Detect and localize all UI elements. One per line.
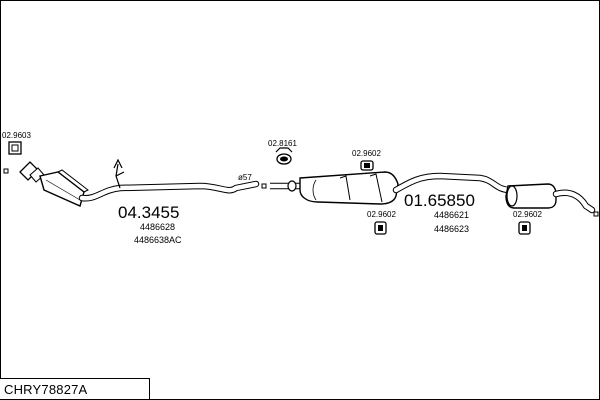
rear-silencer-code: 01.65850 bbox=[404, 191, 475, 210]
front-pipe-ref-2: 4486638AC bbox=[134, 235, 182, 245]
hanger-top-part[interactable] bbox=[360, 160, 374, 171]
connection-marker-front bbox=[3, 168, 9, 174]
hanger-rear-part[interactable] bbox=[518, 221, 531, 235]
connection-marker-rear bbox=[593, 211, 599, 217]
diameter-label: ø57 bbox=[238, 173, 252, 182]
gasket-part[interactable] bbox=[8, 141, 22, 155]
hanger-mid-part[interactable] bbox=[374, 221, 387, 235]
front-pipe-code: 04.3455 bbox=[118, 203, 179, 222]
rear-silencer-ref-2: 4486623 bbox=[434, 224, 469, 234]
kit-title: CHRY78827A bbox=[4, 382, 88, 397]
rear-silencer-ref-1: 4486621 bbox=[434, 210, 469, 220]
hanger-mid-code: 02.9602 bbox=[367, 210, 396, 219]
hanger-rear-code: 02.9602 bbox=[513, 210, 542, 219]
clamp-part[interactable] bbox=[275, 147, 293, 165]
connection-marker-mid bbox=[261, 183, 267, 189]
gasket-code: 02.9603 bbox=[2, 131, 31, 140]
hanger-top-code: 02.9602 bbox=[352, 149, 381, 158]
clamp-code: 02.8161 bbox=[268, 139, 297, 148]
title-box: CHRY78827A bbox=[0, 378, 150, 399]
rear-silencer-part[interactable] bbox=[270, 171, 596, 214]
front-pipe-part[interactable] bbox=[19, 158, 260, 207]
front-pipe-ref-1: 4486628 bbox=[140, 222, 175, 232]
